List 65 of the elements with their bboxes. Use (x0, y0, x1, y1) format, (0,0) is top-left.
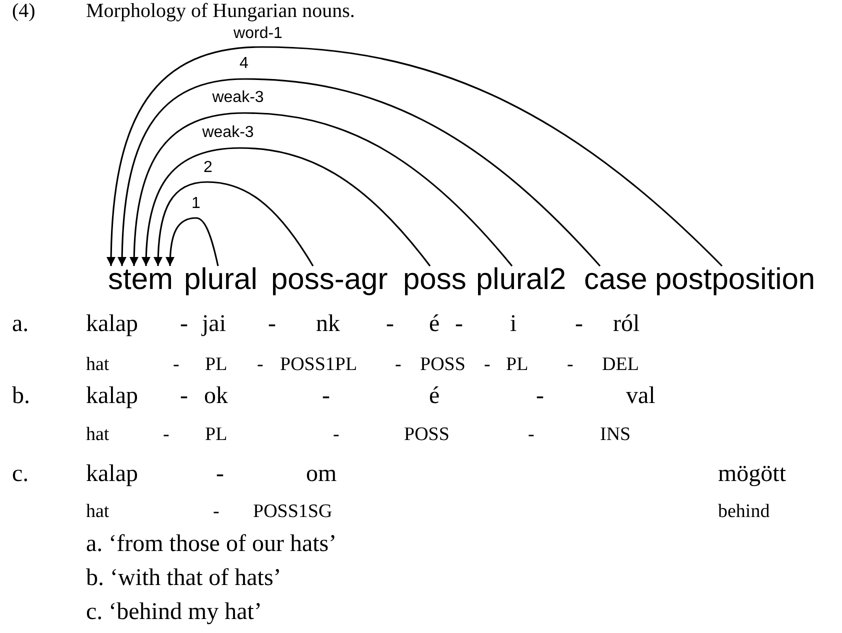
morpheme-text: kalap (86, 382, 138, 410)
morpheme-text: kalap (86, 310, 138, 338)
example-letter: a. (12, 310, 29, 338)
gloss-text: - (567, 353, 574, 377)
gloss-text: PL (506, 353, 528, 377)
morpheme-text: é (429, 310, 440, 338)
morpheme-text: - (455, 310, 463, 338)
gloss-text: POSS (420, 353, 466, 377)
morpheme-text: - (575, 310, 583, 338)
morpheme-text: ról (613, 310, 640, 338)
dependency-arc (154, 181, 314, 266)
gloss-text: PL (205, 423, 228, 447)
translation-text: a. ‘from those of our hats’ (86, 530, 337, 558)
gloss-text: - (173, 353, 180, 377)
diagram-title: Morphology of Hungarian nouns. (86, 0, 355, 22)
gloss-text: hat (86, 353, 110, 377)
morpheme-text: - (322, 382, 330, 410)
morpheme-text: i (510, 310, 517, 338)
morpheme-slot-label: poss (403, 264, 466, 296)
gloss-text: - (257, 353, 264, 377)
gloss-text: - (213, 500, 220, 524)
dependency-arc (130, 112, 513, 267)
gloss-text: hat (86, 500, 110, 524)
gloss-text: behind (718, 500, 770, 524)
morpheme-text: jai (202, 310, 226, 338)
example-letter: b. (12, 382, 30, 410)
morpheme-slot-label: postposition (655, 264, 816, 296)
morpheme-slot-label: poss-agr (271, 264, 388, 296)
gloss-text: - (163, 423, 170, 447)
morpheme-slot-label: plural2 (476, 264, 566, 296)
gloss-text: - (484, 353, 490, 377)
morpheme-text: nk (316, 310, 340, 338)
gloss-text: INS (600, 423, 631, 447)
morpheme-text: om (306, 460, 337, 488)
morpheme-text: val (626, 382, 656, 410)
dependency-arc (106, 46, 723, 267)
morpheme-text: - (216, 460, 224, 488)
morpheme-text: ok (204, 382, 228, 410)
morpheme-text: é (429, 382, 440, 410)
gloss-text: - (395, 353, 402, 377)
gloss-text: POSS1PL (280, 353, 358, 377)
gloss-text: POSS1SG (253, 500, 332, 524)
dependency-arc (118, 78, 601, 267)
dependency-arc (142, 147, 431, 266)
gloss-text: PL (205, 353, 228, 377)
morpheme-text: - (180, 382, 188, 410)
morpheme-text: - (268, 310, 276, 338)
morpheme-slot-label: case (584, 264, 648, 296)
example-number: (4) (12, 0, 36, 22)
gloss-text: - (333, 423, 340, 447)
translation-text: b. ‘with that of hats’ (86, 564, 282, 592)
morpheme-slot-label: stem (108, 264, 174, 296)
morpheme-text: - (180, 310, 188, 338)
gloss-text: hat (86, 423, 110, 447)
dependency-arc (166, 217, 219, 266)
morpheme-text: mögött (718, 460, 786, 488)
example-letter: c. (12, 460, 29, 488)
gloss-text: - (528, 423, 534, 447)
morpheme-text: kalap (86, 460, 138, 488)
gloss-text: POSS (404, 423, 450, 447)
morpheme-slot-label: plural (184, 264, 258, 296)
translation-text: c. ‘behind my hat’ (86, 598, 262, 626)
morpheme-text: - (536, 382, 544, 410)
morpheme-text: - (386, 310, 394, 338)
gloss-text: DEL (602, 353, 639, 377)
